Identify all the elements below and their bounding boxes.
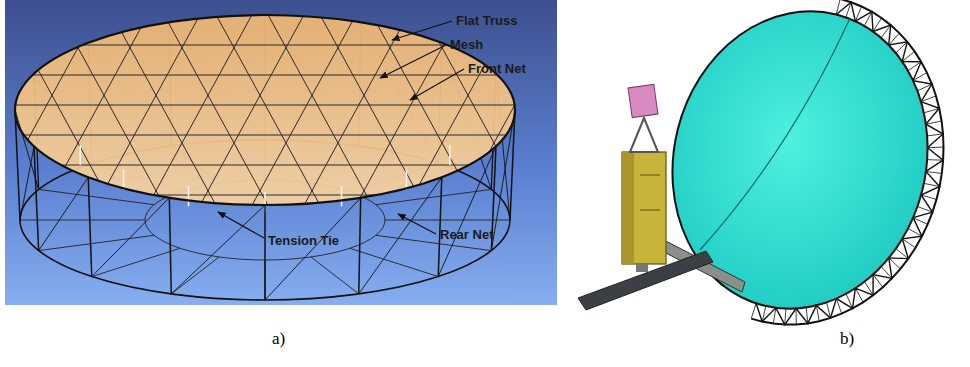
net-line	[468, 0, 588, 220]
truss-post	[359, 198, 361, 294]
rear-net-line	[350, 248, 438, 276]
rear-net-line	[311, 257, 359, 294]
ring-strut	[796, 309, 797, 325]
truss-brace	[92, 198, 170, 277]
thruster	[636, 264, 648, 272]
net-line	[0, 285, 560, 286]
reflector-dish	[641, 0, 958, 336]
part-label: Rear Net	[440, 228, 493, 242]
satellite-bus-side	[622, 152, 634, 264]
panel-caption: b)	[840, 330, 854, 349]
net-line	[192, 0, 312, 220]
net-line	[0, 315, 560, 316]
truss-post	[438, 177, 442, 276]
rear-net-line	[20, 220, 145, 221]
truss-brace	[438, 146, 496, 276]
net-line	[260, 0, 380, 220]
ring-strut	[751, 303, 756, 318]
feed-box	[628, 84, 658, 117]
net-line	[156, 0, 276, 220]
truss-post	[169, 198, 171, 294]
net-line	[0, 105, 560, 106]
tension-tie	[341, 186, 343, 206]
truss-brace	[171, 205, 265, 294]
mount-frame	[630, 118, 658, 152]
truss-brace	[15, 110, 39, 189]
leader-line	[380, 45, 446, 78]
net-line	[140, 0, 260, 220]
part-label: Mesh	[450, 38, 483, 52]
rear-net-line	[39, 235, 154, 250]
rear-net-line	[92, 248, 180, 276]
tension-tie	[123, 170, 125, 190]
ring-strut	[928, 147, 944, 149]
rear-net-line	[385, 220, 510, 221]
satellite-bus	[622, 152, 666, 264]
net-line	[0, 135, 560, 136]
dish-seam	[700, 18, 850, 250]
net-line	[296, 0, 416, 220]
truss-post	[15, 110, 20, 220]
net-line	[452, 0, 572, 220]
net-line	[52, 0, 172, 220]
part-label: Tension Tie	[268, 234, 339, 248]
tension-tie	[406, 170, 408, 190]
ring-strut	[927, 159, 943, 161]
flat-truss-ring	[15, 15, 515, 205]
net-line	[0, 0, 16, 220]
tension-tie	[188, 186, 190, 206]
net-line	[0, 0, 120, 220]
net-line	[36, 0, 156, 220]
net-line	[208, 0, 328, 220]
part-label: Front Net	[468, 62, 526, 76]
truss-brace	[265, 198, 361, 300]
net-line	[920, 0, 970, 220]
panel-caption: a)	[272, 330, 285, 349]
truss-post	[34, 146, 39, 250]
truss-brace	[359, 177, 442, 294]
part-label: Flat Truss	[456, 14, 517, 28]
leader-line	[218, 212, 264, 238]
leader-line	[392, 21, 452, 40]
tension-tie	[79, 145, 81, 165]
leader-line	[410, 69, 464, 100]
panel-background	[5, 0, 557, 305]
truss-brace	[491, 110, 515, 251]
truss-post	[264, 205, 266, 300]
net-line	[0, 0, 68, 220]
truss-brace	[20, 146, 34, 220]
net-line	[0, 255, 560, 256]
net-line	[0, 165, 560, 166]
net-line	[416, 0, 536, 220]
net-line	[244, 0, 364, 220]
rear-net-line	[171, 257, 219, 294]
leader-line	[398, 214, 436, 234]
net-line	[88, 0, 208, 220]
truss-brace	[39, 177, 89, 250]
net-line	[504, 0, 624, 220]
net-line	[0, 225, 560, 226]
net-line	[936, 0, 970, 220]
net-line	[364, 0, 484, 220]
tension-tie	[449, 145, 451, 165]
net-line	[0, 195, 560, 196]
truss-post	[88, 177, 92, 276]
